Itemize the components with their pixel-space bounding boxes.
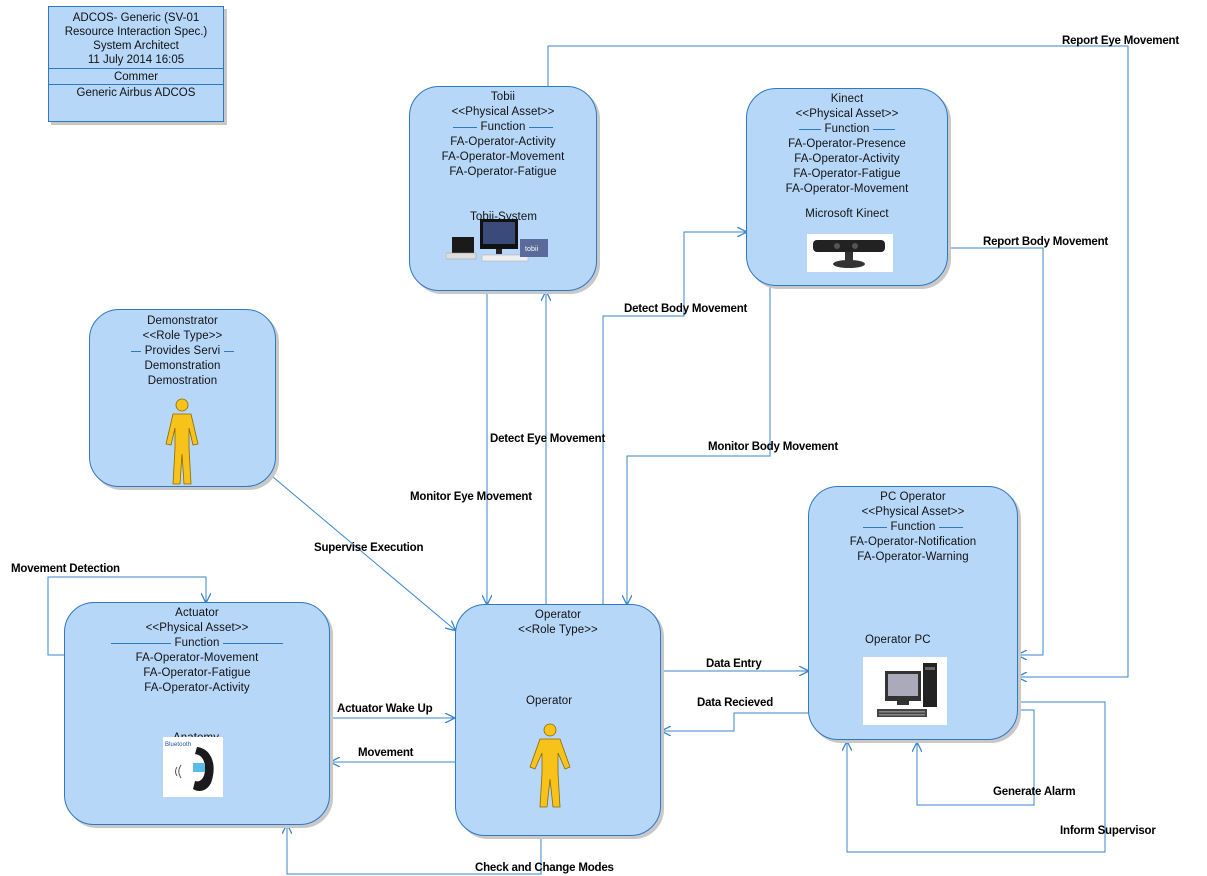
label-inform-supervisor: Inform Supervisor (1060, 825, 1156, 837)
tobii-function: FA-Operator-Fatigue (449, 166, 557, 178)
tobii-section-label: Function (480, 121, 526, 133)
kinect-function: FA-Operator-Activity (794, 153, 900, 165)
label-actuator-wake-up: Actuator Wake Up (337, 703, 433, 715)
header-subtitle: Resource Interaction Spec.) (64, 26, 208, 38)
connector-detect-body-movement (602, 232, 746, 605)
actuator-node[interactable]: Actuator <<Physical Asset>> Function FA-… (64, 602, 330, 825)
connector-report-eye-movement (547, 45, 1129, 677)
pc-operator-section-label: Function (890, 521, 936, 533)
demonstrator-service: Demostration (147, 375, 218, 387)
demonstrator-name: Demonstrator (147, 315, 218, 327)
demonstrator-stereotype: <<Role Type>> (142, 330, 223, 342)
monitor-icon: tobii (445, 219, 548, 262)
tobii-name: Tobii (490, 91, 516, 103)
pc-operator-stereotype: <<Physical Asset>> (861, 506, 965, 518)
header-divider-2 (49, 84, 223, 85)
wristband-icon: Bluetooth (165, 742, 214, 791)
connector-supervise-execution (272, 476, 455, 630)
connector-inform-supervisor (847, 701, 1106, 853)
demonstrator-section-header: Provides Servi (90, 344, 275, 359)
actuator-function: FA-Operator-Fatigue (143, 667, 251, 679)
connector-movement-detection (47, 576, 206, 656)
diagram-header-note: ADCOS- Generic (SV-01 Resource Interacti… (48, 6, 224, 122)
kinect-section-label: Function (824, 123, 870, 135)
kinect-function: FA-Operator-Fatigue (793, 168, 901, 180)
kinect-function: FA-Operator-Presence (788, 138, 906, 150)
connector-monitor-body-movement (627, 287, 771, 604)
label-data-entry: Data Entry (706, 658, 762, 670)
kinect-stereotype: <<Physical Asset>> (795, 108, 899, 120)
kinect-function: FA-Operator-Movement (785, 183, 909, 195)
person-icon (165, 398, 199, 485)
label-detect-body-movement: Detect Body Movement (624, 303, 748, 315)
label-detect-eye-movement: Detect Eye Movement (490, 433, 606, 445)
demonstrator-section-label: Provides Servi (144, 345, 221, 357)
connector-generate-alarm (917, 709, 1035, 806)
person-icon (529, 723, 571, 808)
pc-operator-function: FA-Operator-Notification (849, 536, 977, 548)
actuator-function: FA-Operator-Activity (144, 682, 250, 694)
actuator-section-header: Function (65, 636, 329, 651)
pc-operator-name: PC Operator (880, 491, 946, 503)
tobii-function: FA-Operator-Activity (450, 136, 556, 148)
label-movement: Movement (358, 747, 414, 759)
tobii-function: FA-Operator-Movement (441, 151, 565, 163)
header-author: System Architect (93, 40, 179, 52)
label-monitor-eye-movement: Monitor Eye Movement (410, 491, 532, 503)
actuator-function: FA-Operator-Movement (135, 652, 259, 664)
operator-name: Operator (534, 609, 582, 621)
pc-operator-node[interactable]: PC Operator <<Physical Asset>> Function … (808, 486, 1018, 740)
kinect-image-caption: Microsoft Kinect (805, 208, 889, 220)
header-date: 11 July 2014 16:05 (87, 54, 185, 66)
connector-data-received (662, 712, 810, 731)
header-project: Generic Airbus ADCOS (76, 87, 196, 99)
pc-operator-section-header: Function (809, 520, 1017, 535)
label-supervise-execution: Supervise Execution (314, 542, 424, 554)
actuator-name: Actuator (175, 607, 219, 619)
computer-icon (877, 663, 937, 717)
kinect-section-header: Function (747, 122, 947, 137)
operator-stereotype: <<Role Type>> (518, 624, 598, 636)
operator-pc-image (863, 657, 947, 725)
bluetooth-label: Bluetooth (165, 742, 191, 748)
label-data-received: Data Recieved (697, 697, 774, 709)
label-monitor-body-movement: Monitor Body Movement (708, 441, 838, 453)
pc-operator-image-caption: Operator PC (865, 634, 931, 646)
demonstrator-node[interactable]: Demonstrator <<Role Type>> Provides Serv… (89, 309, 276, 487)
actuator-stereotype: <<Physical Asset>> (145, 622, 249, 634)
connector-check-and-change-modes (287, 825, 542, 875)
label-report-eye-movement: Report Eye Movement (1062, 35, 1179, 47)
tobii-node[interactable]: Tobii <<Physical Asset>> Function FA-Ope… (409, 86, 597, 291)
tobii-stereotype: <<Physical Asset>> (451, 106, 555, 118)
anatomy-band-image: Bluetooth (163, 737, 223, 797)
kinect-sensor-icon (813, 240, 885, 268)
header-title: ADCOS- Generic (SV-01 (72, 12, 200, 24)
label-report-body-movement: Report Body Movement (983, 236, 1109, 248)
connector-report-body-movement (948, 247, 1044, 655)
pc-operator-function: FA-Operator-Warning (857, 551, 969, 563)
tobii-brand: tobii (525, 246, 539, 253)
demonstrator-service: Demonstration (144, 360, 221, 372)
header-divider (49, 68, 223, 69)
actuator-section-label: Function (174, 637, 220, 649)
kinect-node[interactable]: Kinect <<Physical Asset>> Function FA-Op… (746, 88, 948, 286)
tobii-system-image: tobii (445, 219, 554, 263)
label-movement-detection: Movement Detection (11, 563, 120, 575)
kinect-image (807, 234, 893, 272)
kinect-name: Kinect (830, 93, 864, 105)
operator-node[interactable]: Operator <<Role Type>> Operator (455, 604, 661, 836)
label-check-and-change-modes: Check and Change Modes (475, 862, 614, 874)
header-section: Commer (110, 70, 162, 84)
operator-image-caption: Operator (526, 695, 573, 707)
label-generate-alarm: Generate Alarm (993, 786, 1076, 798)
tobii-section-header: Function (410, 120, 596, 135)
